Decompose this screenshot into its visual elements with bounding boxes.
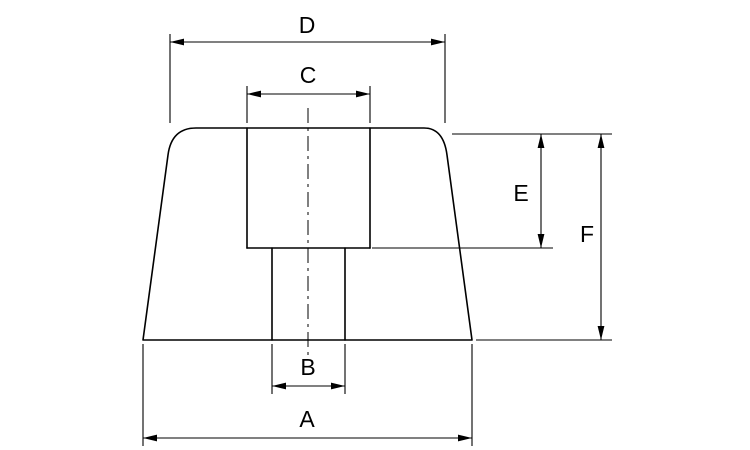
dim-label-D: D — [299, 12, 316, 38]
dim-label-A: A — [299, 406, 315, 432]
bumper-outline — [142, 127, 473, 341]
dim-label-E: E — [513, 180, 528, 206]
dim-label-C: C — [300, 62, 317, 88]
dim-label-F: F — [580, 221, 594, 247]
dim-label-B: B — [300, 354, 315, 380]
